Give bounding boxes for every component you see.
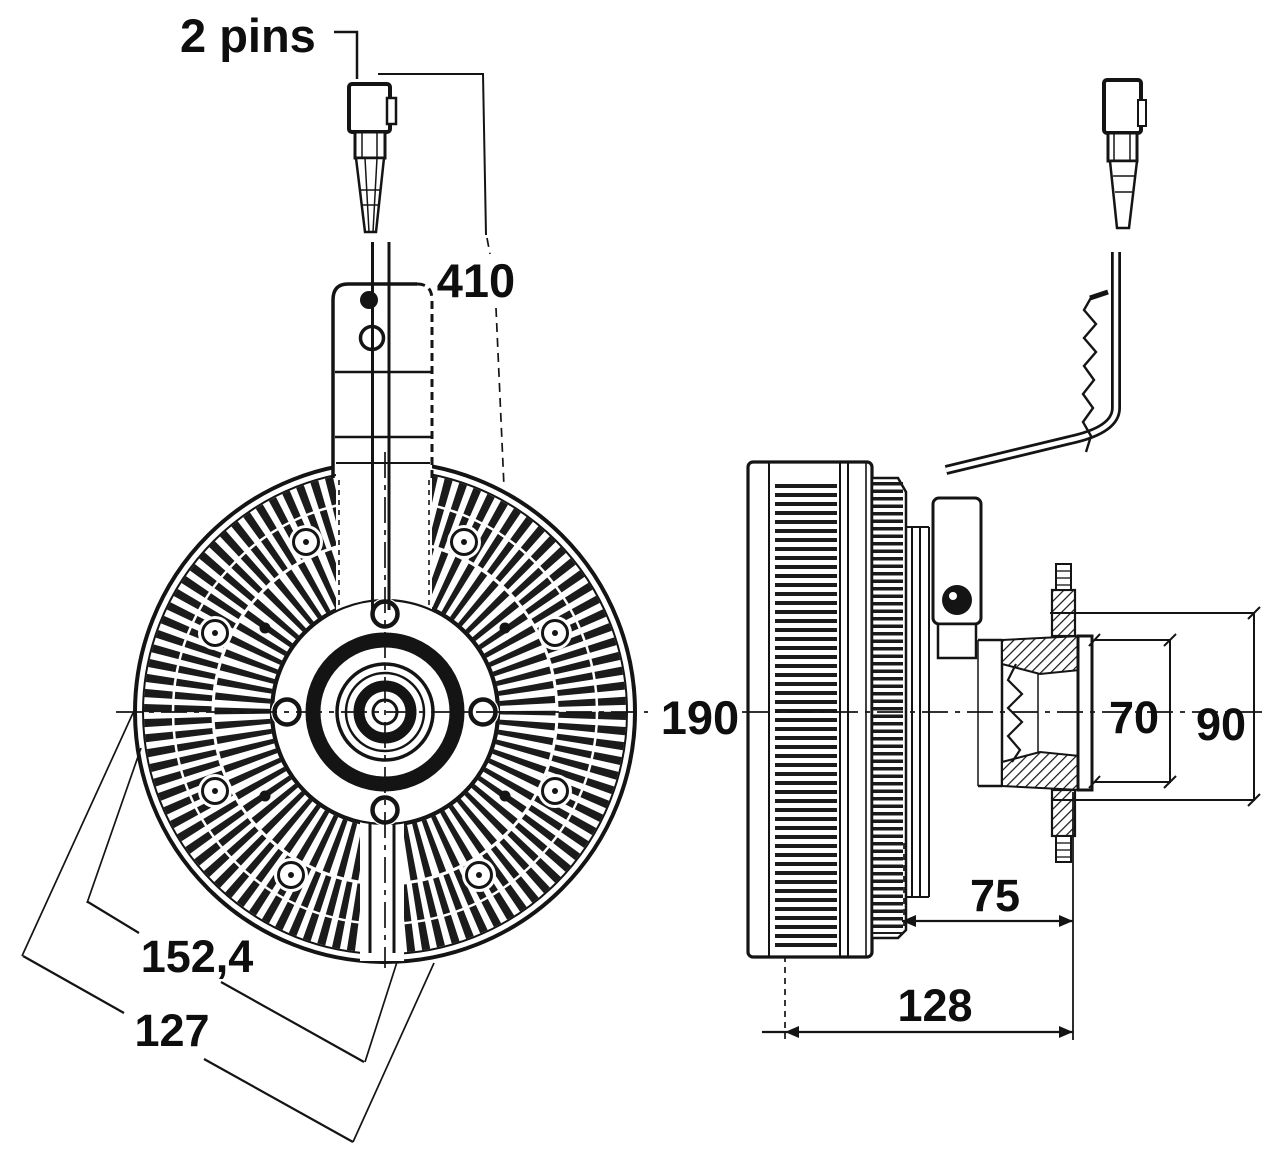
dim-128-label: 128: [897, 980, 972, 1031]
side-view: 70 90 75 128: [742, 78, 1262, 1040]
dim-410-label: 410: [437, 254, 515, 307]
bracket-channel: [336, 450, 432, 615]
spline-bore: [1006, 663, 1024, 763]
front-view: 2 pins 410 152,4 127: [21, 9, 648, 1143]
fin-screw-bosses: [198, 525, 572, 892]
front-centerlines: [116, 452, 648, 968]
dim-410: 410: [378, 73, 515, 488]
hub-flange-section: [977, 563, 1094, 863]
bracket-hole-upper: [360, 291, 378, 309]
connector-side: [1102, 78, 1147, 230]
dim-75-label: 75: [970, 870, 1020, 921]
side-body: [746, 460, 874, 959]
mounting-bracket: [331, 242, 434, 610]
fan-mount-flange: [1076, 634, 1094, 792]
dim-75: 75: [902, 792, 1074, 1040]
sensor-bracket: [931, 496, 983, 660]
lower-stud-channel: [360, 815, 404, 961]
bracket-bolt: [942, 585, 972, 615]
pins-leader-line: [334, 30, 359, 79]
dim-190-label: 190: [661, 691, 739, 744]
dim-bolt-pitches: 152,4 127: [21, 712, 435, 1143]
corrugated-sleeve: [1081, 295, 1098, 453]
dim-152-label: 152,4: [141, 931, 254, 982]
dim-70-label: 70: [1109, 692, 1159, 743]
dim-127-label: 127: [134, 1005, 209, 1056]
side-rib-section: [870, 476, 908, 940]
stud-bottom: [1055, 835, 1072, 863]
dim-90: 90: [1050, 606, 1261, 807]
connector-front: [347, 82, 398, 234]
connector-latch: [385, 96, 398, 126]
wire-harness: [944, 252, 1121, 475]
lower-stud: [368, 818, 396, 953]
pins-callout: 2 pins: [180, 9, 359, 79]
stud-top: [1055, 563, 1072, 591]
dim-90-label: 90: [1196, 699, 1246, 750]
dim-128: 128: [762, 956, 1073, 1040]
dim-70: 70: [1088, 633, 1177, 789]
pins-label: 2 pins: [180, 9, 316, 62]
connector-latch-side: [1137, 99, 1147, 127]
